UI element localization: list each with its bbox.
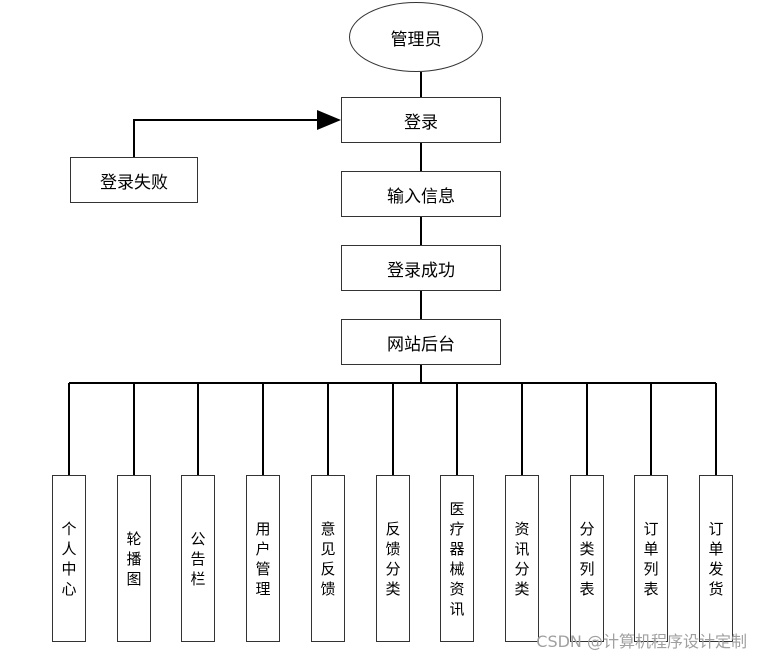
module-label: 公告栏 [190, 529, 206, 588]
admin-label: 管理员 [390, 29, 442, 50]
login-fail-label: 登录失败 [100, 172, 168, 193]
edge-fail-login-arrow [133, 110, 341, 157]
module-drop-lines [68, 383, 717, 475]
module-box: 公告栏 [181, 475, 215, 642]
module-label: 医疗器械资讯 [449, 499, 465, 618]
module-box: 个人中心 [52, 475, 86, 642]
module-box: 医疗器械资讯 [440, 475, 474, 642]
module-box: 分类列表 [570, 475, 604, 642]
module-box: 反馈分类 [376, 475, 410, 642]
module-box: 用户管理 [246, 475, 280, 642]
module-label: 个人中心 [61, 519, 77, 598]
module-label: 意见反馈 [320, 519, 336, 598]
module-label: 用户管理 [255, 519, 271, 598]
login-success-node: 登录成功 [341, 245, 501, 291]
admin-node: 管理员 [349, 2, 483, 72]
module-box: 意见反馈 [311, 475, 345, 642]
login-label: 登录 [404, 112, 438, 133]
watermark: CSDN @计算机程序设计定制 [536, 632, 747, 651]
module-label: 订单发货 [708, 519, 724, 598]
backend-label: 网站后台 [387, 334, 455, 355]
backend-node: 网站后台 [341, 319, 501, 365]
input-info-node: 输入信息 [341, 171, 501, 217]
module-box: 订单发货 [699, 475, 733, 642]
module-box: 资讯分类 [505, 475, 539, 642]
module-label: 反馈分类 [385, 519, 401, 598]
module-label: 轮播图 [126, 529, 142, 588]
module-box: 订单列表 [634, 475, 668, 642]
login-fail-node: 登录失败 [70, 157, 198, 203]
module-label: 资讯分类 [514, 519, 530, 598]
input-info-label: 输入信息 [387, 186, 455, 207]
module-box: 轮播图 [117, 475, 151, 642]
module-label: 分类列表 [579, 519, 595, 598]
login-success-label: 登录成功 [387, 260, 455, 281]
login-node: 登录 [341, 97, 501, 143]
module-label: 订单列表 [643, 519, 659, 598]
